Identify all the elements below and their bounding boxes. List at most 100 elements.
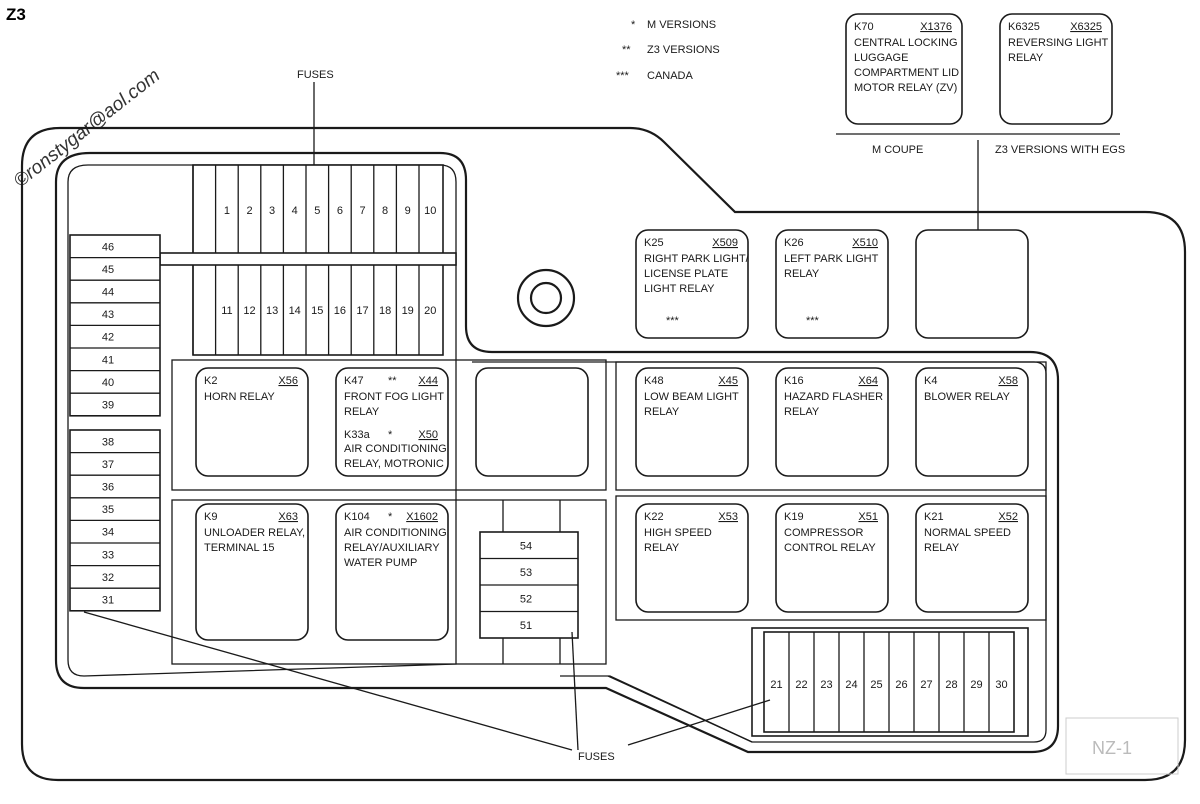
fuse-label: 12 — [243, 305, 255, 317]
relay-description: LICENSE PLATE — [644, 268, 728, 280]
fuse-label: 34 — [102, 527, 114, 539]
relay-bay-a — [171, 359, 607, 491]
model-title: Z3 — [6, 5, 26, 24]
relay-id: K25 — [644, 237, 664, 249]
relay-socket — [845, 13, 963, 125]
relay-bay-c — [615, 361, 1047, 491]
relay-socket — [775, 229, 889, 339]
relay-description: RELAY — [784, 268, 820, 280]
relay-id: K9 — [204, 511, 217, 523]
fuse-label: 16 — [334, 305, 346, 317]
relay-id: K16 — [784, 375, 804, 387]
relay-id: K47 — [344, 375, 364, 387]
relay-description: RELAY — [344, 406, 380, 418]
relay-id: K6325 — [1008, 21, 1040, 33]
relay-connector-code: X64 — [858, 375, 878, 387]
z3-egs-label: Z3 VERSIONS WITH EGS — [995, 144, 1125, 156]
relay-description: REVERSING LIGHT — [1008, 37, 1109, 49]
relay-description: CENTRAL LOCKING — [854, 37, 958, 49]
legend-mark-2: ** — [622, 44, 631, 56]
round-connector — [516, 268, 576, 328]
fuse-label: 8 — [382, 205, 388, 217]
stamp-frame — [1065, 717, 1179, 775]
fuses-label-bottom: FUSES — [578, 751, 615, 763]
fuse-label: 17 — [356, 305, 368, 317]
fuse-box-inner-contour — [54, 151, 1060, 754]
fuses-callout-mid — [571, 631, 579, 751]
relay-connector-code: X58 — [998, 375, 1018, 387]
relay-id: K19 — [784, 511, 804, 523]
relay-socket — [635, 229, 749, 339]
relay-id: K21 — [924, 511, 944, 523]
relay-connector-code: X509 — [712, 237, 738, 249]
legend-mark-3: *** — [616, 70, 630, 82]
fuses-callout-right — [627, 699, 771, 746]
fuse-label: 14 — [289, 305, 301, 317]
relay-description: TERMINAL 15 — [204, 542, 275, 554]
fuse-block-rail — [159, 252, 457, 266]
fuse-label: 1 — [224, 205, 230, 217]
relay-description: LEFT PARK LIGHT — [784, 253, 879, 265]
fuse-label: 51 — [520, 620, 532, 632]
fuses-callout-left — [83, 611, 573, 751]
relay-connector-code: X63 — [278, 511, 298, 523]
fuse-label: 29 — [970, 679, 982, 691]
fuses-label-top: FUSES — [297, 69, 334, 81]
inner-frame-left — [67, 164, 457, 677]
fuse-label: 42 — [102, 332, 114, 344]
fuse-label: 45 — [102, 264, 114, 276]
relay-description: WATER PUMP — [344, 557, 417, 569]
relay-socket — [775, 367, 889, 477]
relay-connector-code: X510 — [852, 237, 878, 249]
fuse-label: 54 — [520, 540, 532, 552]
fuse-label: 35 — [102, 504, 114, 516]
fuse-label: 53 — [520, 567, 532, 579]
relay-socket — [915, 503, 1029, 613]
relay-bay-b — [171, 499, 607, 665]
relay-description: COMPRESSOR — [784, 527, 864, 539]
relay-description: HAZARD FLASHER — [784, 391, 883, 403]
fuse-label: 32 — [102, 572, 114, 584]
fuse-label: 36 — [102, 482, 114, 494]
relay-id: K104 — [344, 511, 370, 523]
relay-socket — [775, 503, 889, 613]
fuse-label: 37 — [102, 459, 114, 471]
relay-description: MOTOR RELAY (ZV) — [854, 82, 957, 94]
fuse-label: 2 — [246, 205, 252, 217]
fuse-box-housing — [20, 126, 1187, 782]
fuse-label: 22 — [795, 679, 807, 691]
fuse-label: 19 — [402, 305, 414, 317]
relay-socket — [335, 503, 449, 641]
fuse-label: 28 — [945, 679, 957, 691]
relay-mark: *** — [666, 315, 680, 327]
relay-description: RIGHT PARK LIGHT/ — [644, 253, 750, 265]
fuse-label: 46 — [102, 241, 114, 253]
relay-socket — [999, 13, 1113, 125]
relay-description: HORN RELAY — [204, 391, 275, 403]
relay-description: BLOWER RELAY — [924, 391, 1011, 403]
relay-description: UNLOADER RELAY, — [204, 527, 305, 539]
relay-alt-id: K33a — [344, 429, 371, 441]
relay-mark: * — [388, 511, 393, 523]
relay-description: RELAY — [924, 542, 960, 554]
relay-alt-mark: * — [388, 429, 393, 441]
empty-relay-socket — [915, 229, 1029, 339]
relay-connector-code: X45 — [718, 375, 738, 387]
relay-id: K26 — [784, 237, 804, 249]
relay-id: K22 — [644, 511, 664, 523]
fuse-label: 4 — [292, 205, 298, 217]
relay-connector-code: X44 — [418, 375, 438, 387]
relay-description: RELAY — [644, 406, 680, 418]
relay-connector-code: X56 — [278, 375, 298, 387]
legend: * M VERSIONS ** Z3 VERSIONS *** CANADA — [616, 19, 720, 82]
